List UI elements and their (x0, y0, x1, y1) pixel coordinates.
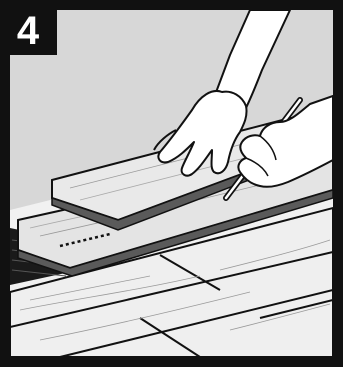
step-number: 4 (17, 9, 40, 53)
scene (10, 10, 333, 357)
